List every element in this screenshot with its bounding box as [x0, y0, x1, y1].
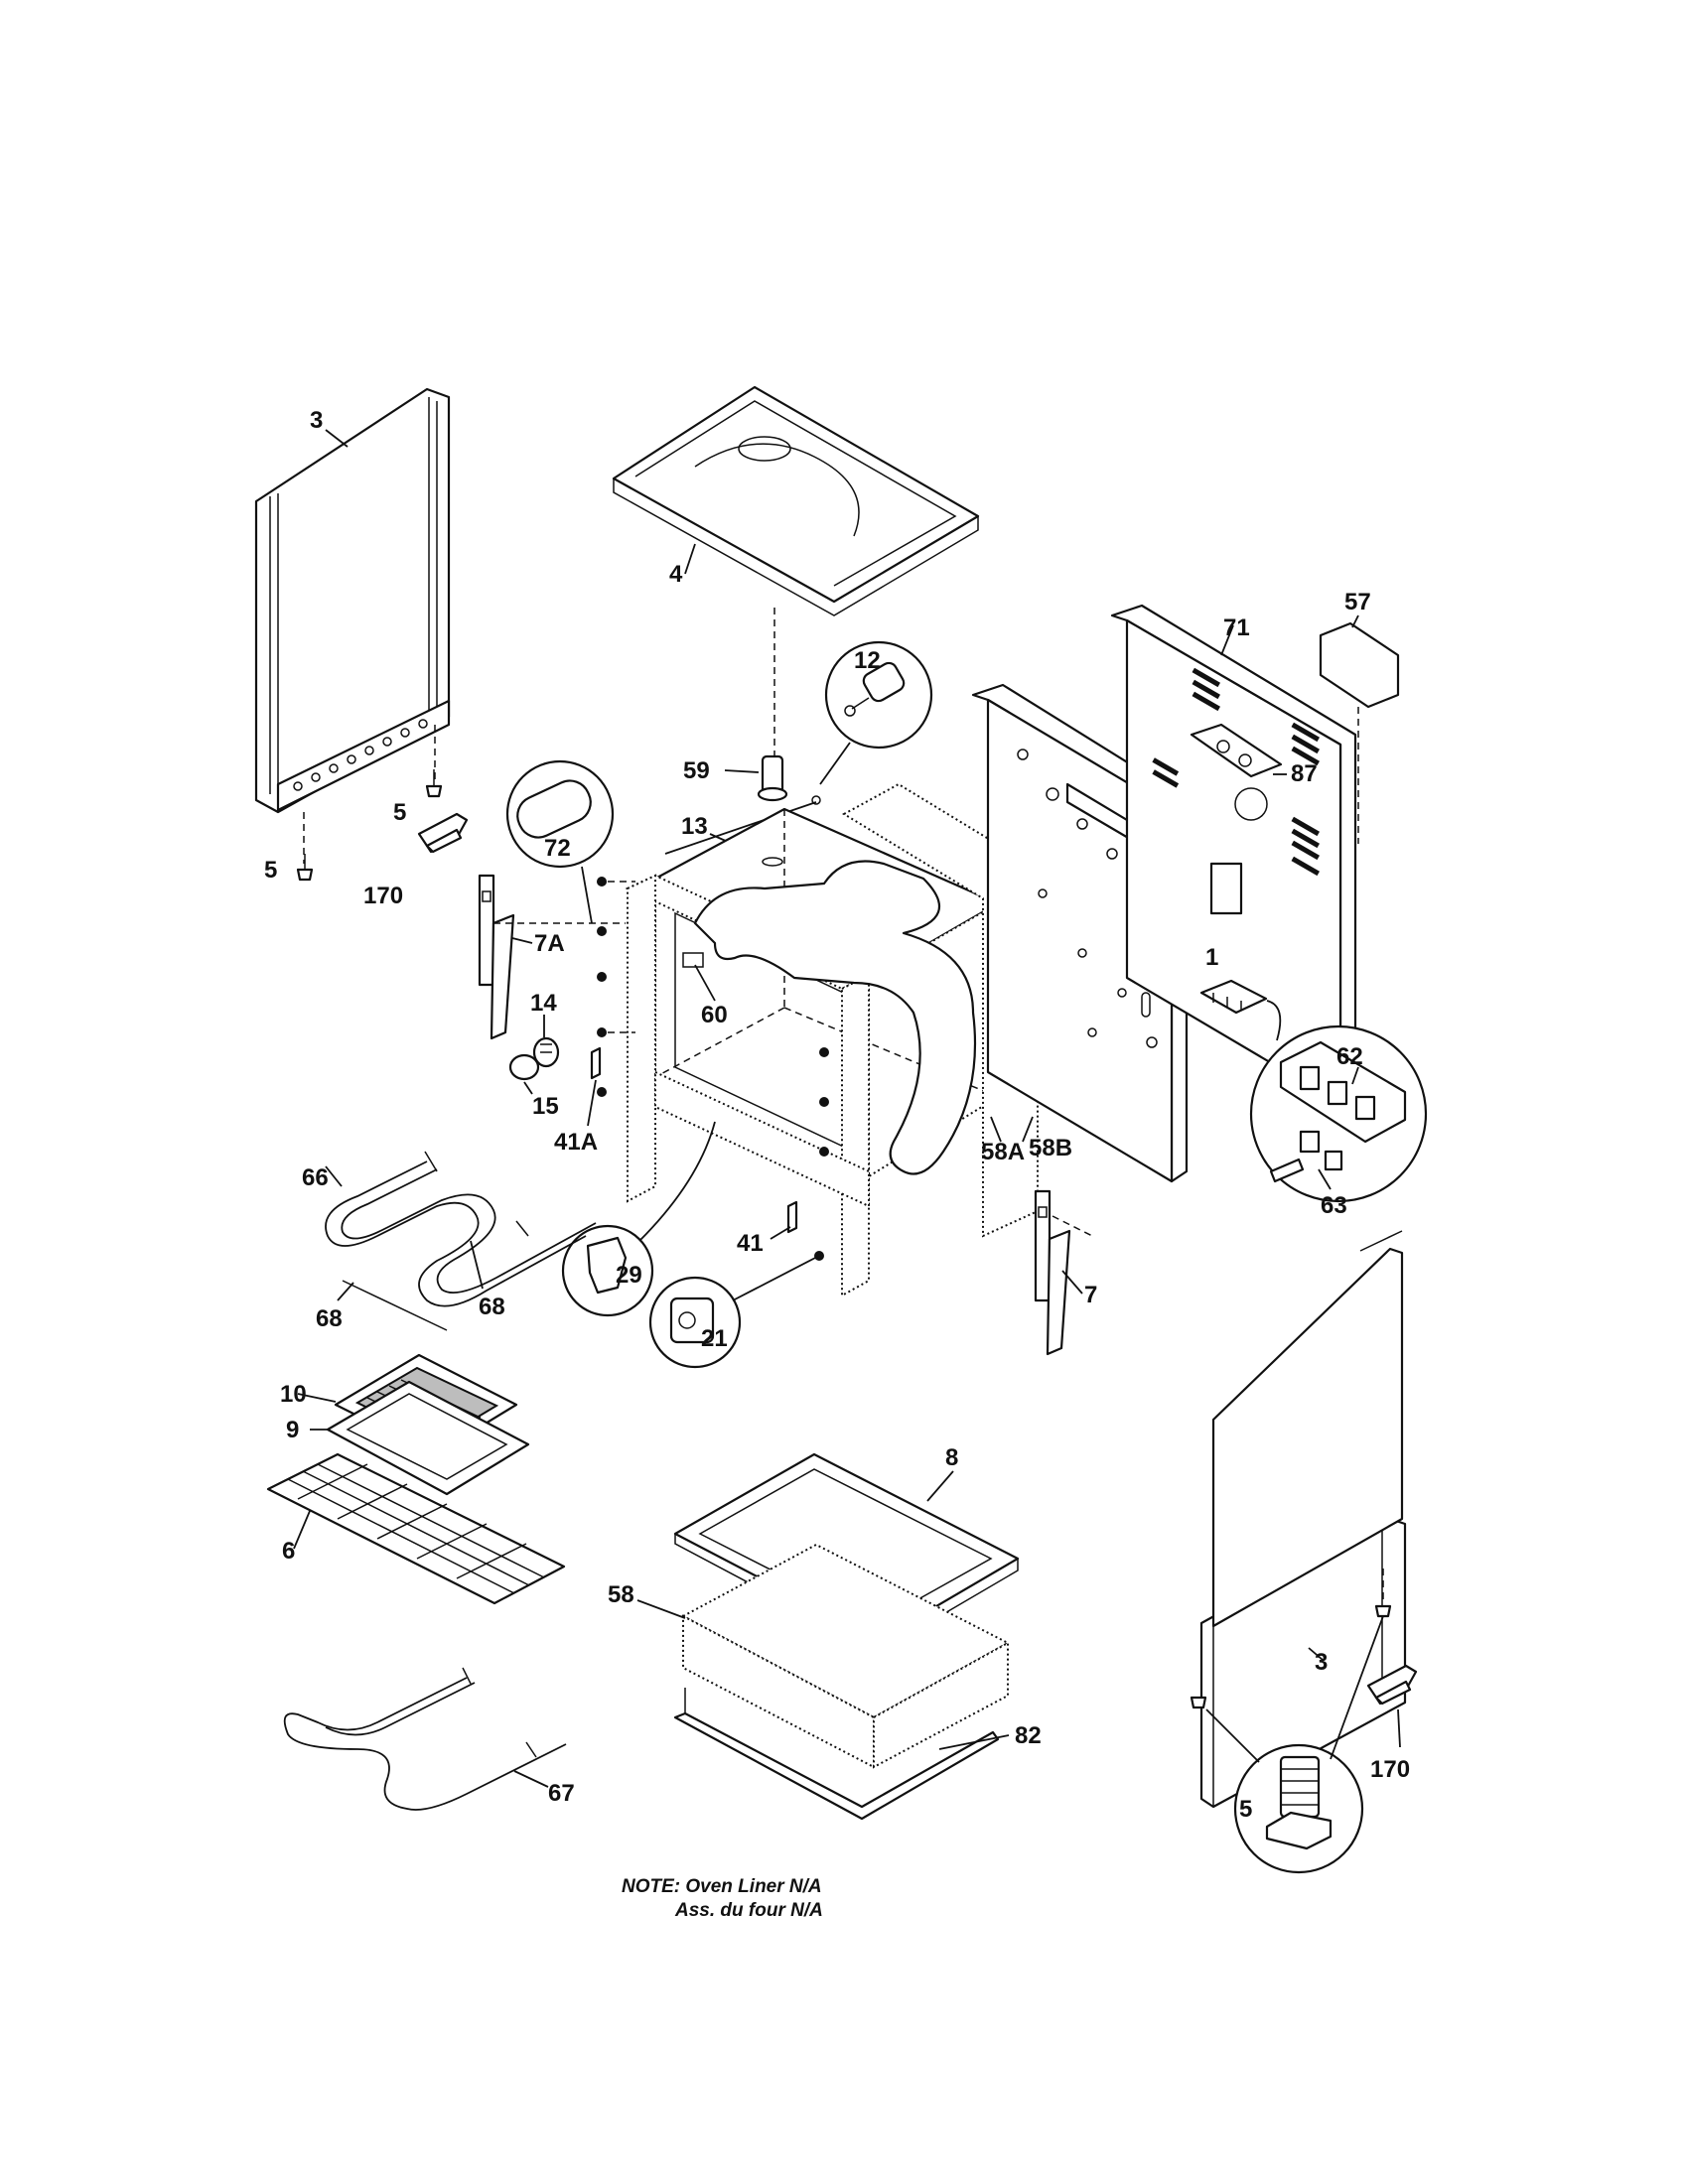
label-59: 59	[683, 757, 710, 784]
leveling-screw-lower	[296, 854, 314, 882]
label-4: 4	[669, 561, 683, 588]
anti-tip-bracket-left	[417, 812, 469, 854]
note-line-1: NOTE: Oven Liner N/A	[622, 1876, 822, 1897]
top-panel	[612, 385, 980, 616]
leveling-screw-upper	[425, 769, 443, 798]
detail-circle-12	[824, 640, 933, 750]
detail-circle-21	[648, 1276, 742, 1369]
label-5-upper: 5	[393, 799, 406, 826]
label-68-right: 68	[479, 1294, 505, 1320]
label-5-circle: 5	[1239, 1796, 1252, 1823]
back-panel-71	[1110, 604, 1357, 1106]
label-8: 8	[945, 1444, 958, 1471]
label-3-left: 3	[310, 407, 323, 434]
broiler-pan-9	[310, 1380, 530, 1496]
label-7: 7	[1084, 1282, 1097, 1308]
post-59	[757, 754, 788, 802]
label-41: 41	[737, 1230, 764, 1257]
sensor-wire-13	[664, 795, 821, 855]
leveling-screw-right-a	[1190, 1696, 1207, 1709]
label-63: 63	[1321, 1192, 1347, 1219]
terminal-block	[1199, 979, 1268, 1015]
right-side-panel	[1199, 1230, 1407, 1809]
label-62: 62	[1336, 1043, 1363, 1070]
screws-front	[597, 877, 829, 1261]
label-15: 15	[532, 1093, 559, 1120]
label-29: 29	[616, 1262, 642, 1289]
hinge-7	[1034, 1189, 1071, 1356]
label-57: 57	[1344, 589, 1371, 615]
clip-41	[786, 1200, 798, 1234]
label-58a: 58A	[981, 1139, 1025, 1165]
label-66: 66	[302, 1164, 329, 1191]
label-7a: 7A	[534, 930, 565, 957]
label-170-right: 170	[1370, 1756, 1410, 1783]
insulation-58	[680, 1543, 1011, 1769]
label-68-left: 68	[316, 1305, 343, 1332]
label-41a: 41A	[554, 1129, 598, 1156]
label-14: 14	[530, 990, 557, 1017]
leveling-screw-right-b	[1374, 1604, 1392, 1618]
left-side-panel	[254, 387, 451, 814]
detail-circle-72	[505, 759, 615, 869]
label-72: 72	[544, 835, 571, 862]
label-71: 71	[1223, 614, 1250, 641]
note-line-2: Ass. du four N/A	[674, 1900, 823, 1921]
clip-41a	[590, 1046, 602, 1080]
label-3-right: 3	[1315, 1649, 1328, 1676]
part-labels: 3 4 57 71 12 87 59 13 72 5 5 170 7A 1 14…	[264, 407, 1410, 1823]
note-block: NOTE: Oven Liner N/A Ass. du four N/A	[622, 1876, 823, 1921]
label-1: 1	[1205, 944, 1218, 971]
label-170-left: 170	[363, 883, 403, 909]
broil-element-66	[325, 1151, 597, 1307]
detail-circle-29	[561, 1224, 654, 1317]
label-87: 87	[1291, 760, 1318, 787]
label-82: 82	[1015, 1722, 1042, 1749]
lamp-socket-14	[532, 1036, 560, 1068]
label-60: 60	[701, 1002, 728, 1028]
pan-82	[673, 1688, 1000, 1821]
anti-tip-bracket-right	[1366, 1664, 1418, 1706]
cover-plate-57	[1319, 621, 1400, 709]
detail-circle-leveler-5	[1233, 1743, 1364, 1874]
label-58: 58	[608, 1581, 634, 1608]
oven-rack-6	[266, 1452, 566, 1605]
light-bulb-15	[508, 1053, 540, 1081]
label-9: 9	[286, 1417, 299, 1443]
label-6: 6	[282, 1538, 295, 1565]
label-12: 12	[854, 647, 881, 674]
label-67: 67	[548, 1780, 575, 1807]
label-58b: 58B	[1029, 1135, 1072, 1161]
bracket-87	[1190, 723, 1283, 778]
label-5-lower: 5	[264, 857, 277, 884]
hinge-7a	[478, 874, 515, 1040]
bake-element-67	[283, 1667, 567, 1811]
label-21: 21	[701, 1325, 728, 1352]
detail-circle-62-63	[1249, 1024, 1428, 1203]
label-10: 10	[280, 1381, 307, 1408]
label-13: 13	[681, 813, 708, 840]
